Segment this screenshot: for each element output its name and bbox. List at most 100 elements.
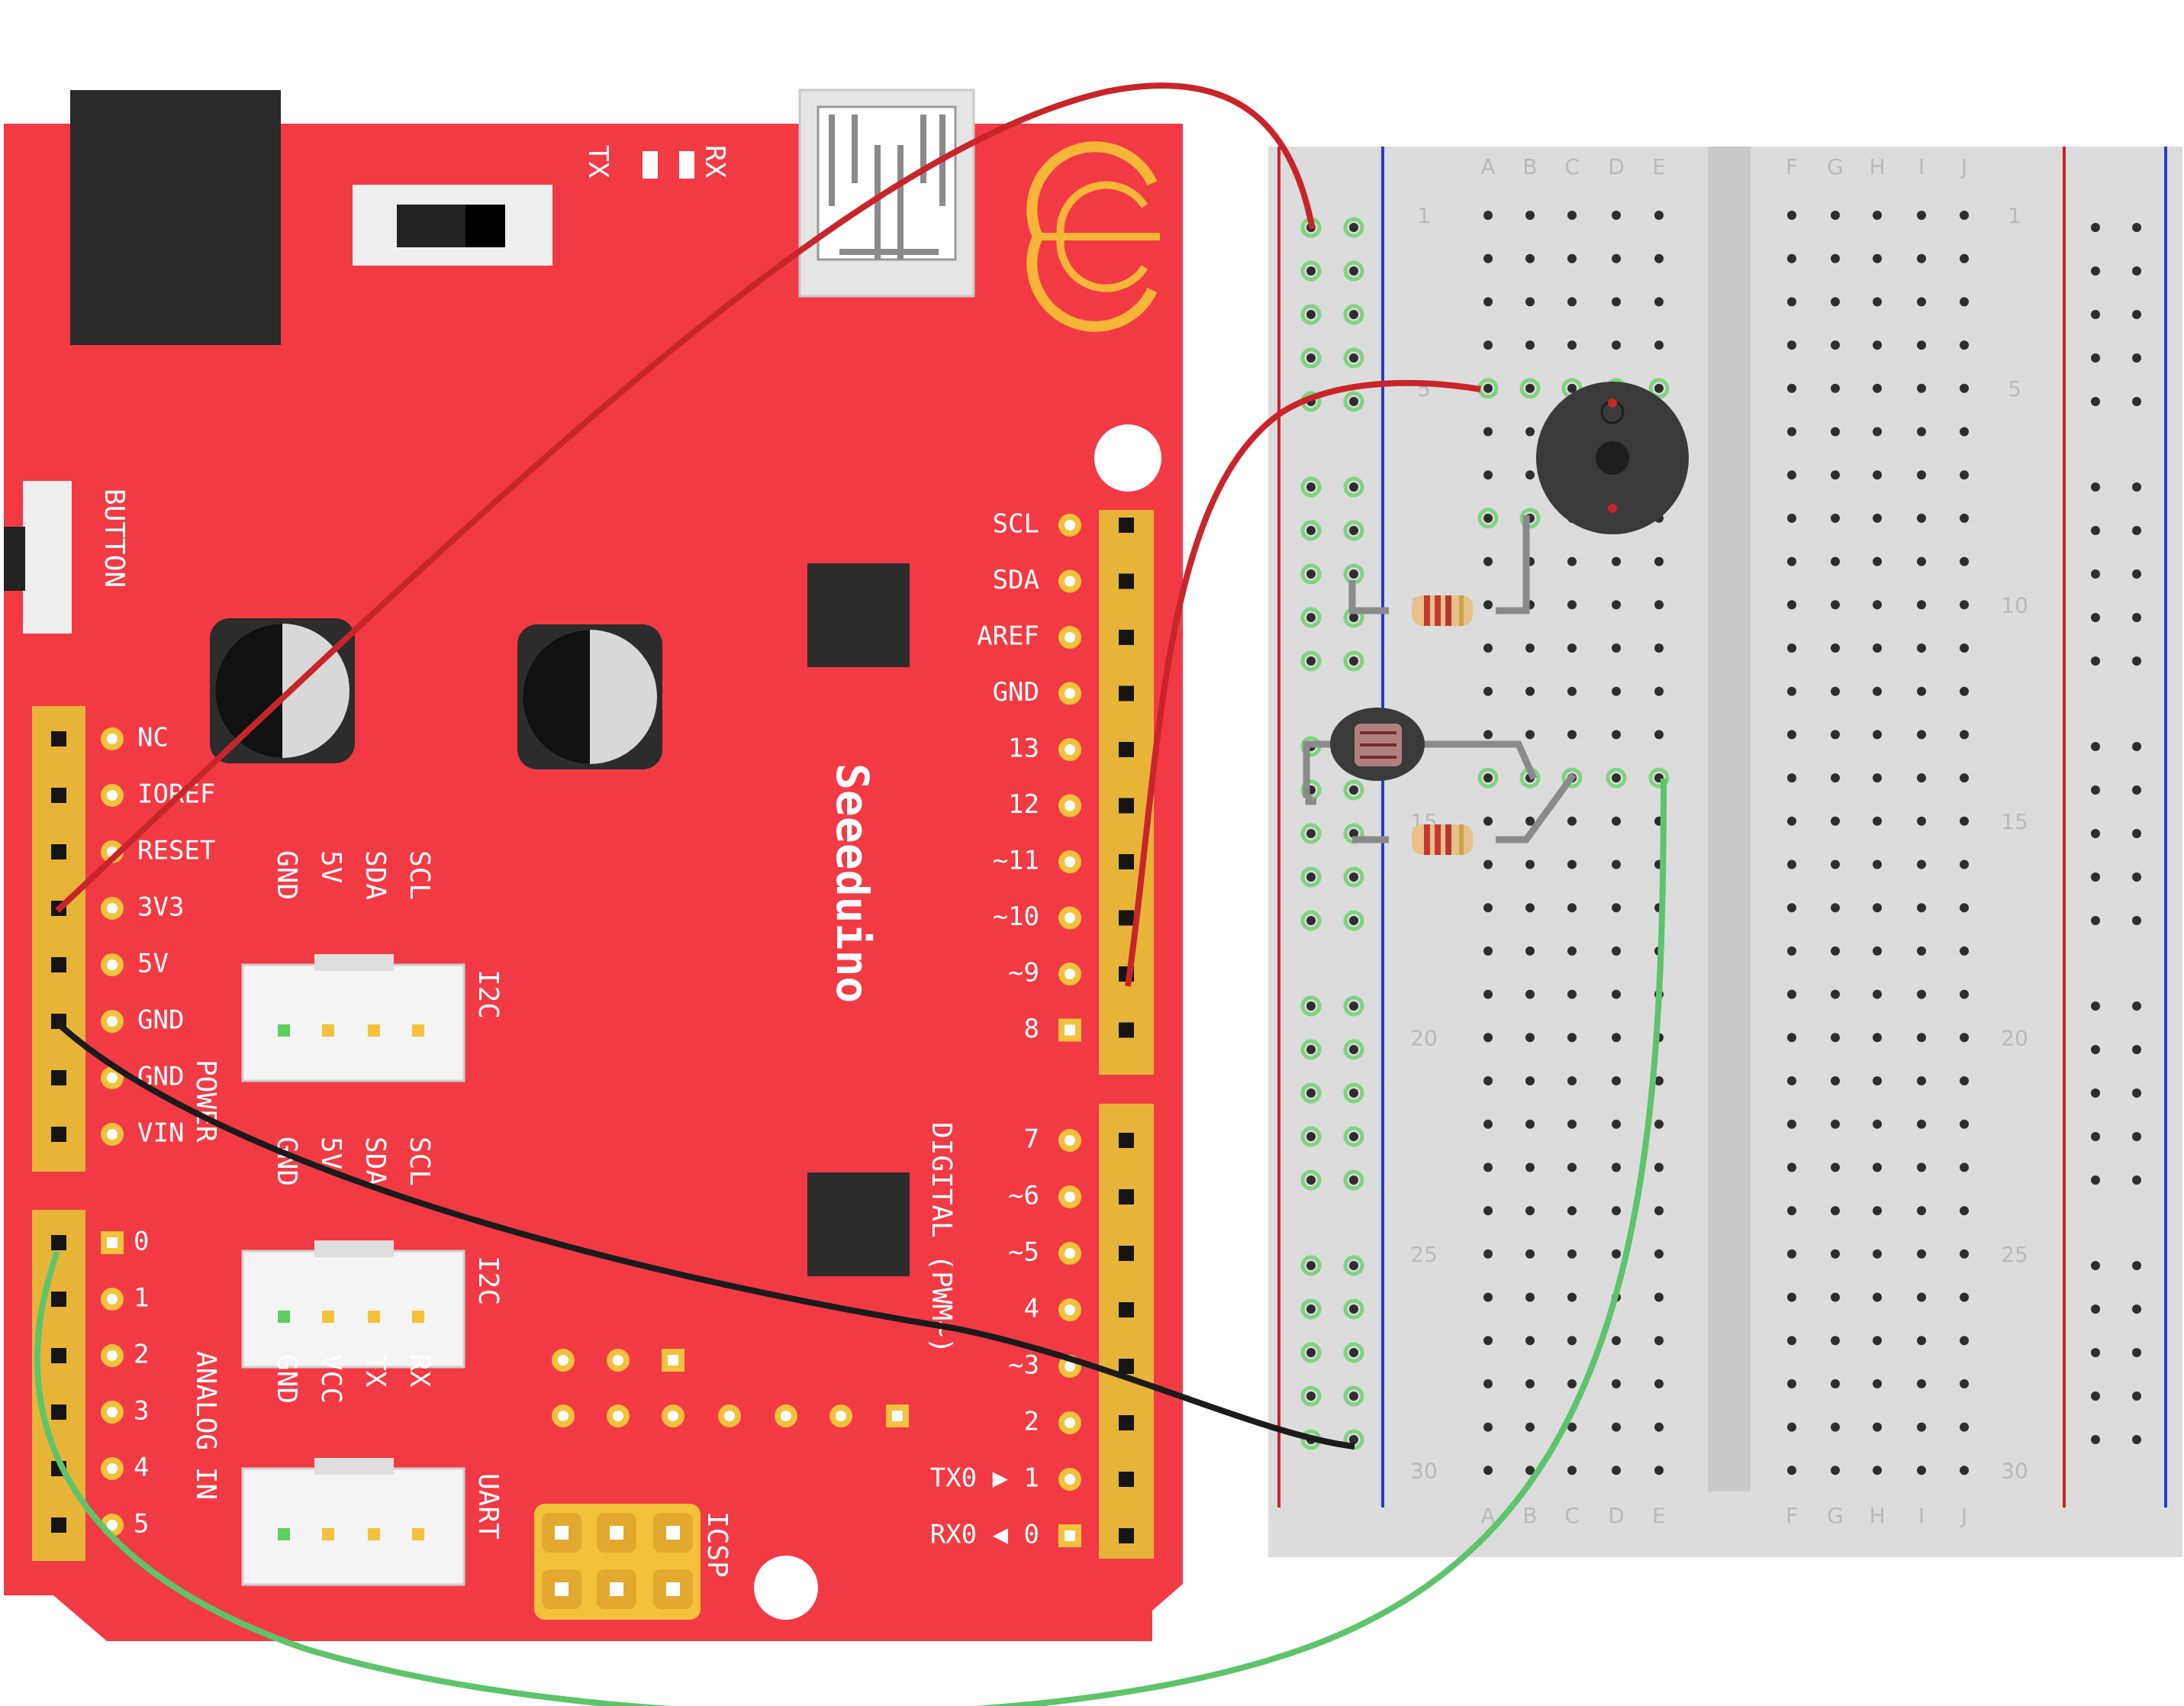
breadboard-hole <box>1873 1033 1882 1043</box>
breadboard-hole <box>1483 340 1493 350</box>
usb-connector <box>798 89 975 298</box>
breadboard-hole <box>1654 297 1664 307</box>
chip <box>807 1172 910 1276</box>
grove-connector[interactable] <box>241 954 465 1082</box>
row-number: 30 <box>2001 1458 2028 1483</box>
pin-pad <box>1058 569 1081 593</box>
breadboard-hole <box>1525 1033 1535 1043</box>
breadboard-hole <box>1960 253 1969 263</box>
column-label: C <box>1564 154 1580 179</box>
breadboard-hole <box>1483 1119 1493 1129</box>
breadboard-hole <box>1787 643 1796 653</box>
breadboard-hole <box>1567 600 1577 610</box>
resistor-lead <box>1496 772 1577 843</box>
header-pin <box>44 1063 73 1092</box>
breadboard-hole <box>1787 600 1796 610</box>
digital-pin-label: RX0 ◀ 0 <box>930 1520 1039 1550</box>
breadboard-hole <box>1787 946 1796 956</box>
breadboard-hole <box>1917 211 1926 220</box>
digital-pin-label: AREF <box>977 621 1039 652</box>
breadboard-hole <box>1567 1076 1577 1085</box>
io-pad <box>775 1404 797 1427</box>
pin-pad <box>101 1123 124 1146</box>
column-label: A <box>1480 154 1495 179</box>
breadboard-hole <box>1917 1379 1926 1388</box>
breadboard-hole <box>1567 1163 1577 1172</box>
breadboard-hole <box>1917 686 1926 696</box>
rail-hole <box>2132 1175 2141 1185</box>
mounting-hole <box>754 1556 818 1620</box>
breadboard-hole <box>1567 989 1577 999</box>
power-pin-label: RESET <box>137 836 215 866</box>
header-pin <box>1112 511 1141 540</box>
breadboard-hole <box>1787 816 1796 826</box>
rail-hole <box>2091 916 2100 925</box>
breadboard-hole <box>1831 1249 1840 1259</box>
breadboard-hole <box>1483 297 1493 307</box>
rail-hole <box>2132 1045 2141 1054</box>
breadboard-hole <box>1917 340 1926 350</box>
breadboard-hole <box>1612 1033 1621 1043</box>
breadboard-hole <box>1483 903 1493 913</box>
pin-pad <box>101 1401 124 1424</box>
row-number: 25 <box>1410 1242 1438 1267</box>
breadboard-hole <box>1873 686 1882 696</box>
breadboard-hole <box>1525 1206 1535 1216</box>
pin-pad <box>1058 514 1081 537</box>
breadboard-hole <box>1612 1379 1621 1388</box>
breadboard-hole <box>1831 1206 1840 1216</box>
breadboard-hole <box>1873 773 1882 783</box>
breadboard-hole <box>1525 427 1535 437</box>
breadboard-hole <box>1567 253 1577 263</box>
reset-button[interactable] <box>23 481 72 634</box>
breadboard-hole <box>1917 903 1926 913</box>
breadboard-hole <box>1654 1249 1664 1259</box>
breadboard-hole <box>1567 297 1577 307</box>
grove-connector[interactable] <box>241 1240 465 1369</box>
breadboard-hole <box>1831 946 1840 956</box>
breadboard-hole <box>1483 470 1493 480</box>
breadboard-hole <box>1787 1336 1796 1346</box>
grove-name: UART <box>472 1473 504 1540</box>
resistor-lead <box>1496 515 1530 614</box>
column-label: D <box>1608 1503 1625 1528</box>
grove-connector[interactable] <box>241 1458 465 1586</box>
breadboard-hole <box>1787 211 1796 220</box>
breadboard-hole <box>1960 427 1969 437</box>
breadboard-hole <box>1831 1076 1840 1085</box>
capacitor <box>210 618 355 763</box>
breadboard-hole <box>1831 600 1840 610</box>
breadboard-hole <box>1917 470 1926 480</box>
rx-led <box>679 151 694 179</box>
io-pad <box>718 1404 741 1427</box>
breadboard-hole <box>1960 470 1969 480</box>
column-label: I <box>1918 154 1925 179</box>
digital-pin-label: SCL <box>993 509 1039 540</box>
rail-hole <box>2091 397 2100 406</box>
rail-hole <box>2091 1261 2100 1270</box>
io-pad <box>552 1404 575 1427</box>
column-label: G <box>1827 1503 1844 1528</box>
breadboard-hole <box>1831 1466 1840 1475</box>
breadboard-hole <box>1483 1466 1493 1475</box>
pin-pad <box>1058 963 1081 985</box>
breadboard-hole <box>1525 730 1535 740</box>
power-header <box>32 706 85 1172</box>
breadboard-hole <box>1873 1119 1882 1129</box>
row-number: 1 <box>2008 203 2021 228</box>
rail-hole <box>2091 482 2100 492</box>
breadboard-hole <box>1831 643 1840 653</box>
breadboard-hole <box>1873 1379 1882 1388</box>
rail-hole <box>2091 613 2100 622</box>
digital-pin-label: ~9 <box>1008 958 1039 988</box>
breadboard-hole <box>1873 211 1882 220</box>
breadboard-hole <box>1612 1336 1621 1346</box>
chip <box>807 563 910 667</box>
breadboard-hole <box>1654 253 1664 263</box>
analog-pin-label: 2 <box>134 1340 149 1370</box>
red-wire-pin9 <box>1125 379 1481 987</box>
digital-pin-label: GND <box>993 677 1039 708</box>
header-pin <box>1112 679 1141 708</box>
